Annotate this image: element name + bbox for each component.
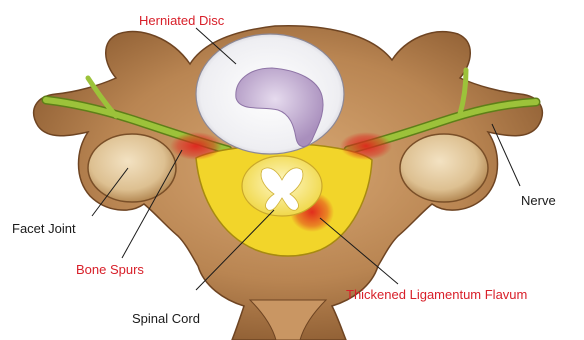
label-facet-joint: Facet Joint	[12, 221, 76, 236]
label-bone-spurs: Bone Spurs	[76, 262, 144, 277]
facet-joint-right	[400, 134, 488, 202]
label-herniated-disc: Herniated Disc	[139, 13, 224, 28]
inflammation-left	[170, 132, 222, 160]
label-spinal-cord: Spinal Cord	[132, 311, 200, 326]
inflammation-right	[340, 132, 392, 160]
label-nerve: Nerve	[521, 193, 556, 208]
facet-joint-left	[88, 134, 176, 202]
label-thickened-ligamentum-flavum: Thickened Ligamentum Flavum	[346, 287, 527, 302]
